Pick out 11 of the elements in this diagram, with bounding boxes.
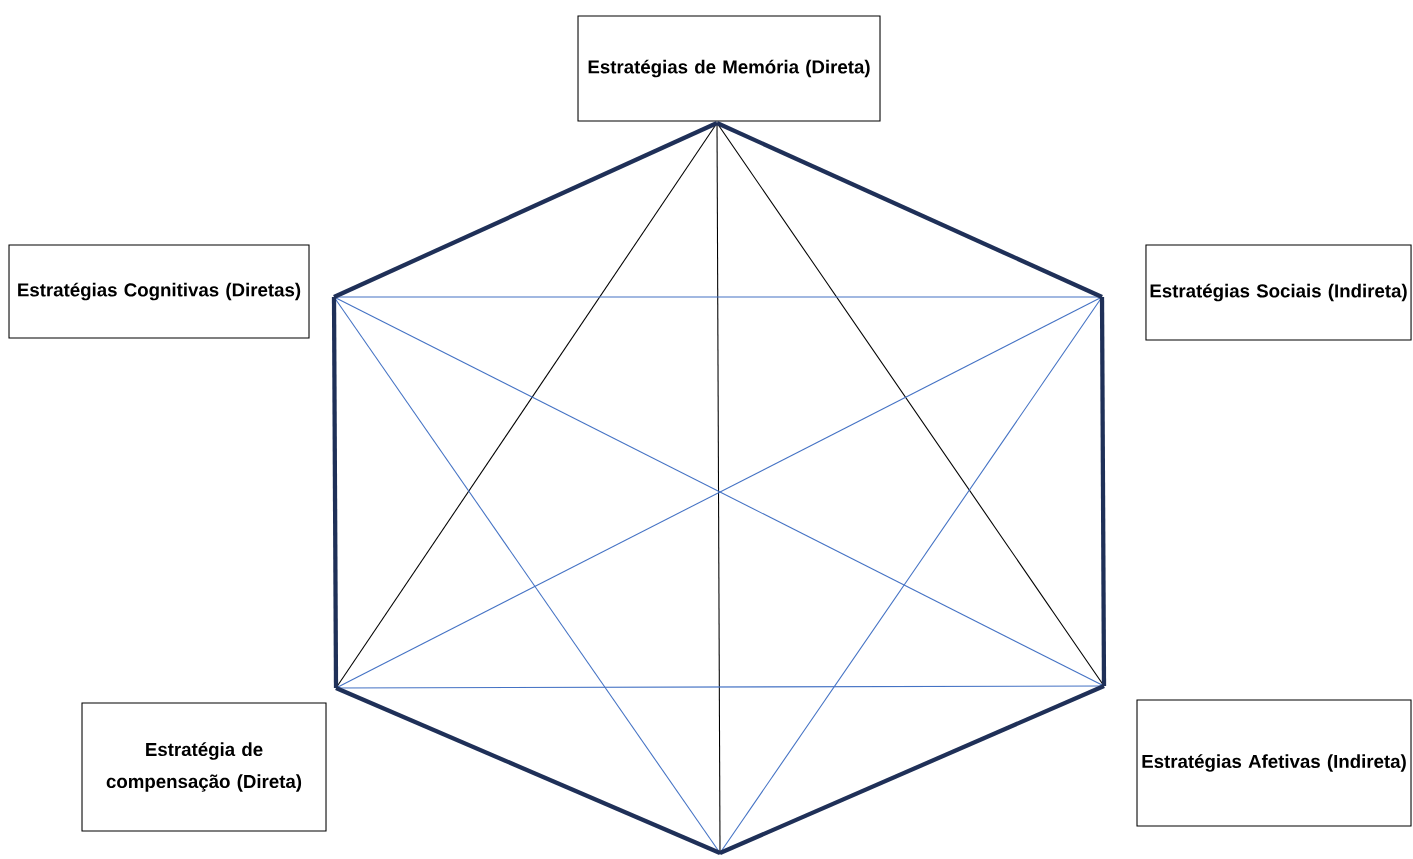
label-box: Estratégias Cognitivas (Diretas) (8, 244, 310, 339)
connector-line (331, 297, 339, 688)
connector-line (1099, 297, 1107, 686)
label-box: Estratégia de compensação (Direta) (81, 702, 327, 832)
connector-line (333, 121, 718, 299)
label-box: Estratégias Afetivas (Indireta) (1136, 699, 1412, 827)
connector-line (716, 121, 1103, 299)
connector-line (719, 684, 1105, 855)
label-box: Estratégias Sociais (Indireta) (1145, 244, 1412, 341)
label-box: Estratégias de Memória (Direta) (577, 15, 881, 122)
connector-line (335, 686, 721, 855)
